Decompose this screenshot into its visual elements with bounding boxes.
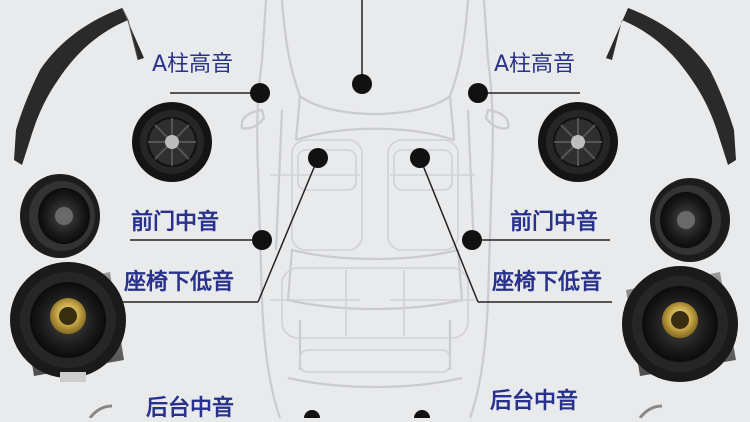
marker-dot [462, 230, 482, 250]
label-front-door-mid-left: 前门中音 [131, 210, 220, 235]
marker-dot [304, 410, 320, 418]
rear-seat [281, 267, 469, 373]
rear-speaker-right-partial-image [638, 404, 663, 418]
a-pillar-trim-left-image [14, 7, 144, 165]
marker-dot [308, 148, 328, 168]
label-a-pillar-tweeter-right: A柱高音 [494, 52, 576, 77]
car-top-view [240, 0, 510, 418]
midrange-right-image [650, 178, 730, 262]
marker-dot [252, 230, 272, 250]
label-under-seat-woofer-left: 座椅下低音 [124, 270, 235, 295]
marker-dot [250, 83, 270, 103]
leader-lines [122, 0, 612, 303]
label-front-door-mid-right: 前门中音 [510, 210, 599, 235]
marker-dot [352, 74, 372, 94]
label-rear-deck-mid-right: 后台中音 [490, 389, 579, 414]
tweeter-left-image [132, 102, 212, 182]
label-rear-deck-mid-left: 后台中音 [146, 396, 235, 421]
rear-speaker-left-partial-image [88, 404, 113, 418]
woofer-right-image [622, 266, 738, 382]
label-under-seat-woofer-right: 座椅下低音 [492, 270, 603, 295]
marker-dots [250, 74, 488, 418]
marker-dot [414, 410, 430, 418]
label-a-pillar-tweeter-left: A柱高音 [152, 52, 234, 77]
woofer-left-image [10, 262, 126, 382]
marker-dot [468, 83, 488, 103]
a-pillar-trim-right-image [606, 8, 736, 165]
tweeter-right-image [538, 102, 618, 182]
marker-dot [410, 148, 430, 168]
midrange-left-image [20, 174, 100, 258]
